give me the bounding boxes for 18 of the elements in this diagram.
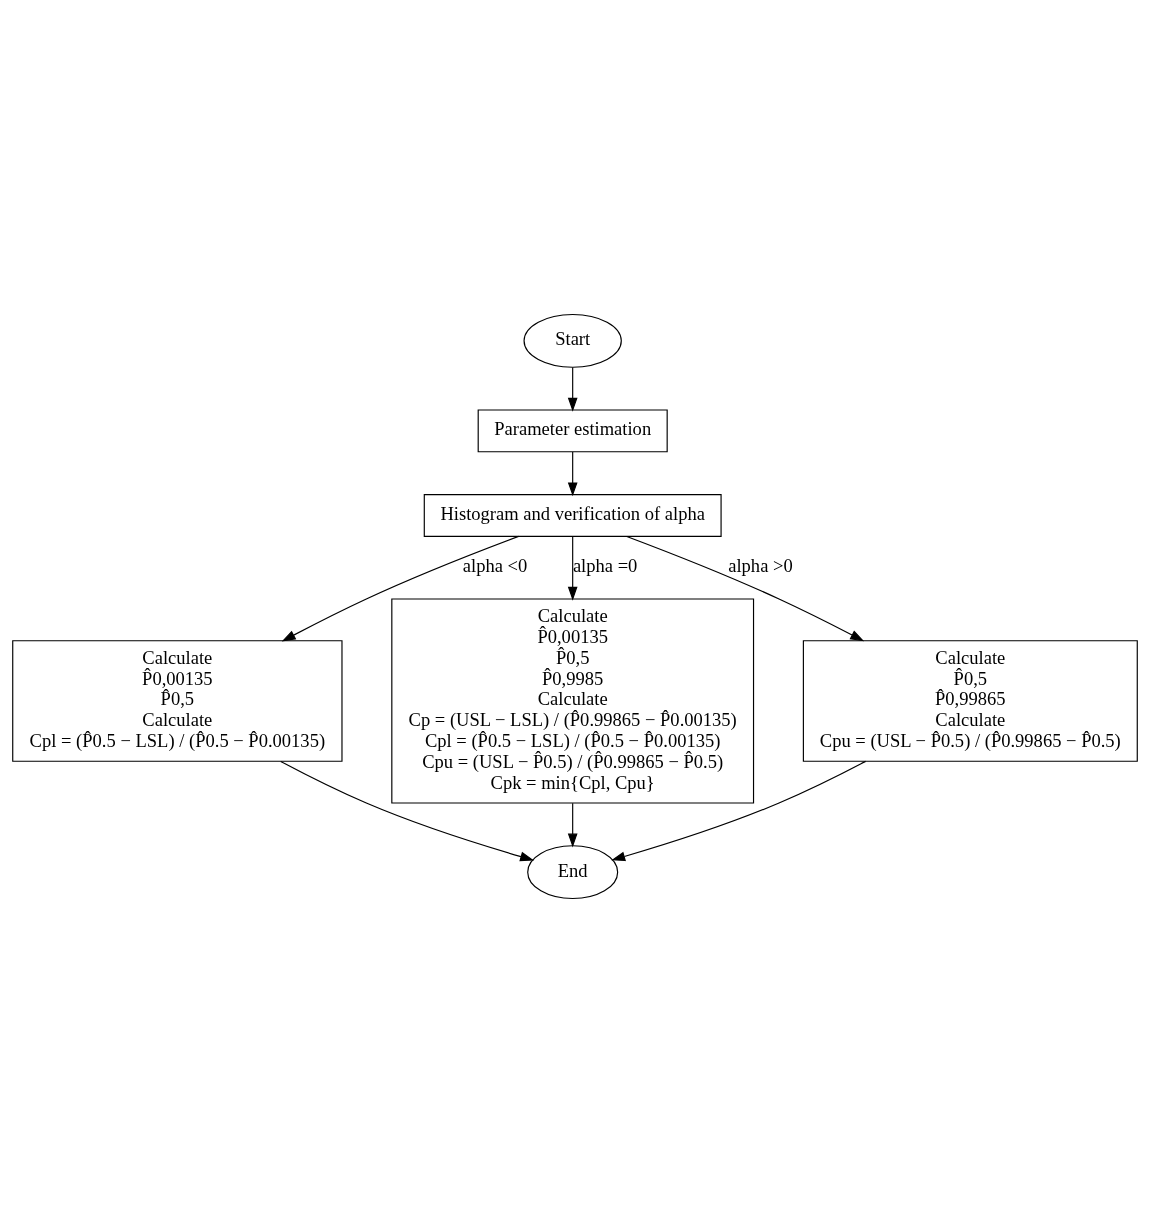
edge-label: alpha =0 [572,555,638,577]
arrow [567,536,578,601]
arrow [567,366,578,412]
node-box: Histogram and verification of alpha [423,494,722,537]
arrow [567,451,578,497]
edge-label: alpha <0 [462,555,528,577]
arrow [281,535,520,642]
arrow [280,760,535,862]
arrow [626,535,865,642]
node-box: Calculate P̂0,00135 P̂0,5 Calculate Cpl = (P̂0.5 − LSL) / (P̂0.5 − P̂0.00135) [12,640,343,762]
arrow [567,802,578,848]
node-ellipse: End [527,845,619,900]
node-box: Calculate P̂0,00135 P̂0,5 P̂0,9985 Calculate Cp = (USL − LSL) / (P̂0.99865 − P̂0.00135) Cpl = (P̂0.5 − LSL) / (P̂0.5 − P̂0.00135) Cpu = (USL − P̂0.5) / (P̂0.99865 − P̂0.5) Cpk = min{Cpl, Cpu} [391,598,755,804]
edge-label: alpha >0 [728,555,793,577]
node-box: Calculate P̂0,5 P̂0,99865 Calculate Cpu = (USL − P̂0.5) / (P̂0.99865 − P̂0.5) [802,640,1138,762]
node-box: Parameter estimation [477,409,668,453]
node-ellipse: Start [523,313,622,368]
arrow [611,760,867,862]
